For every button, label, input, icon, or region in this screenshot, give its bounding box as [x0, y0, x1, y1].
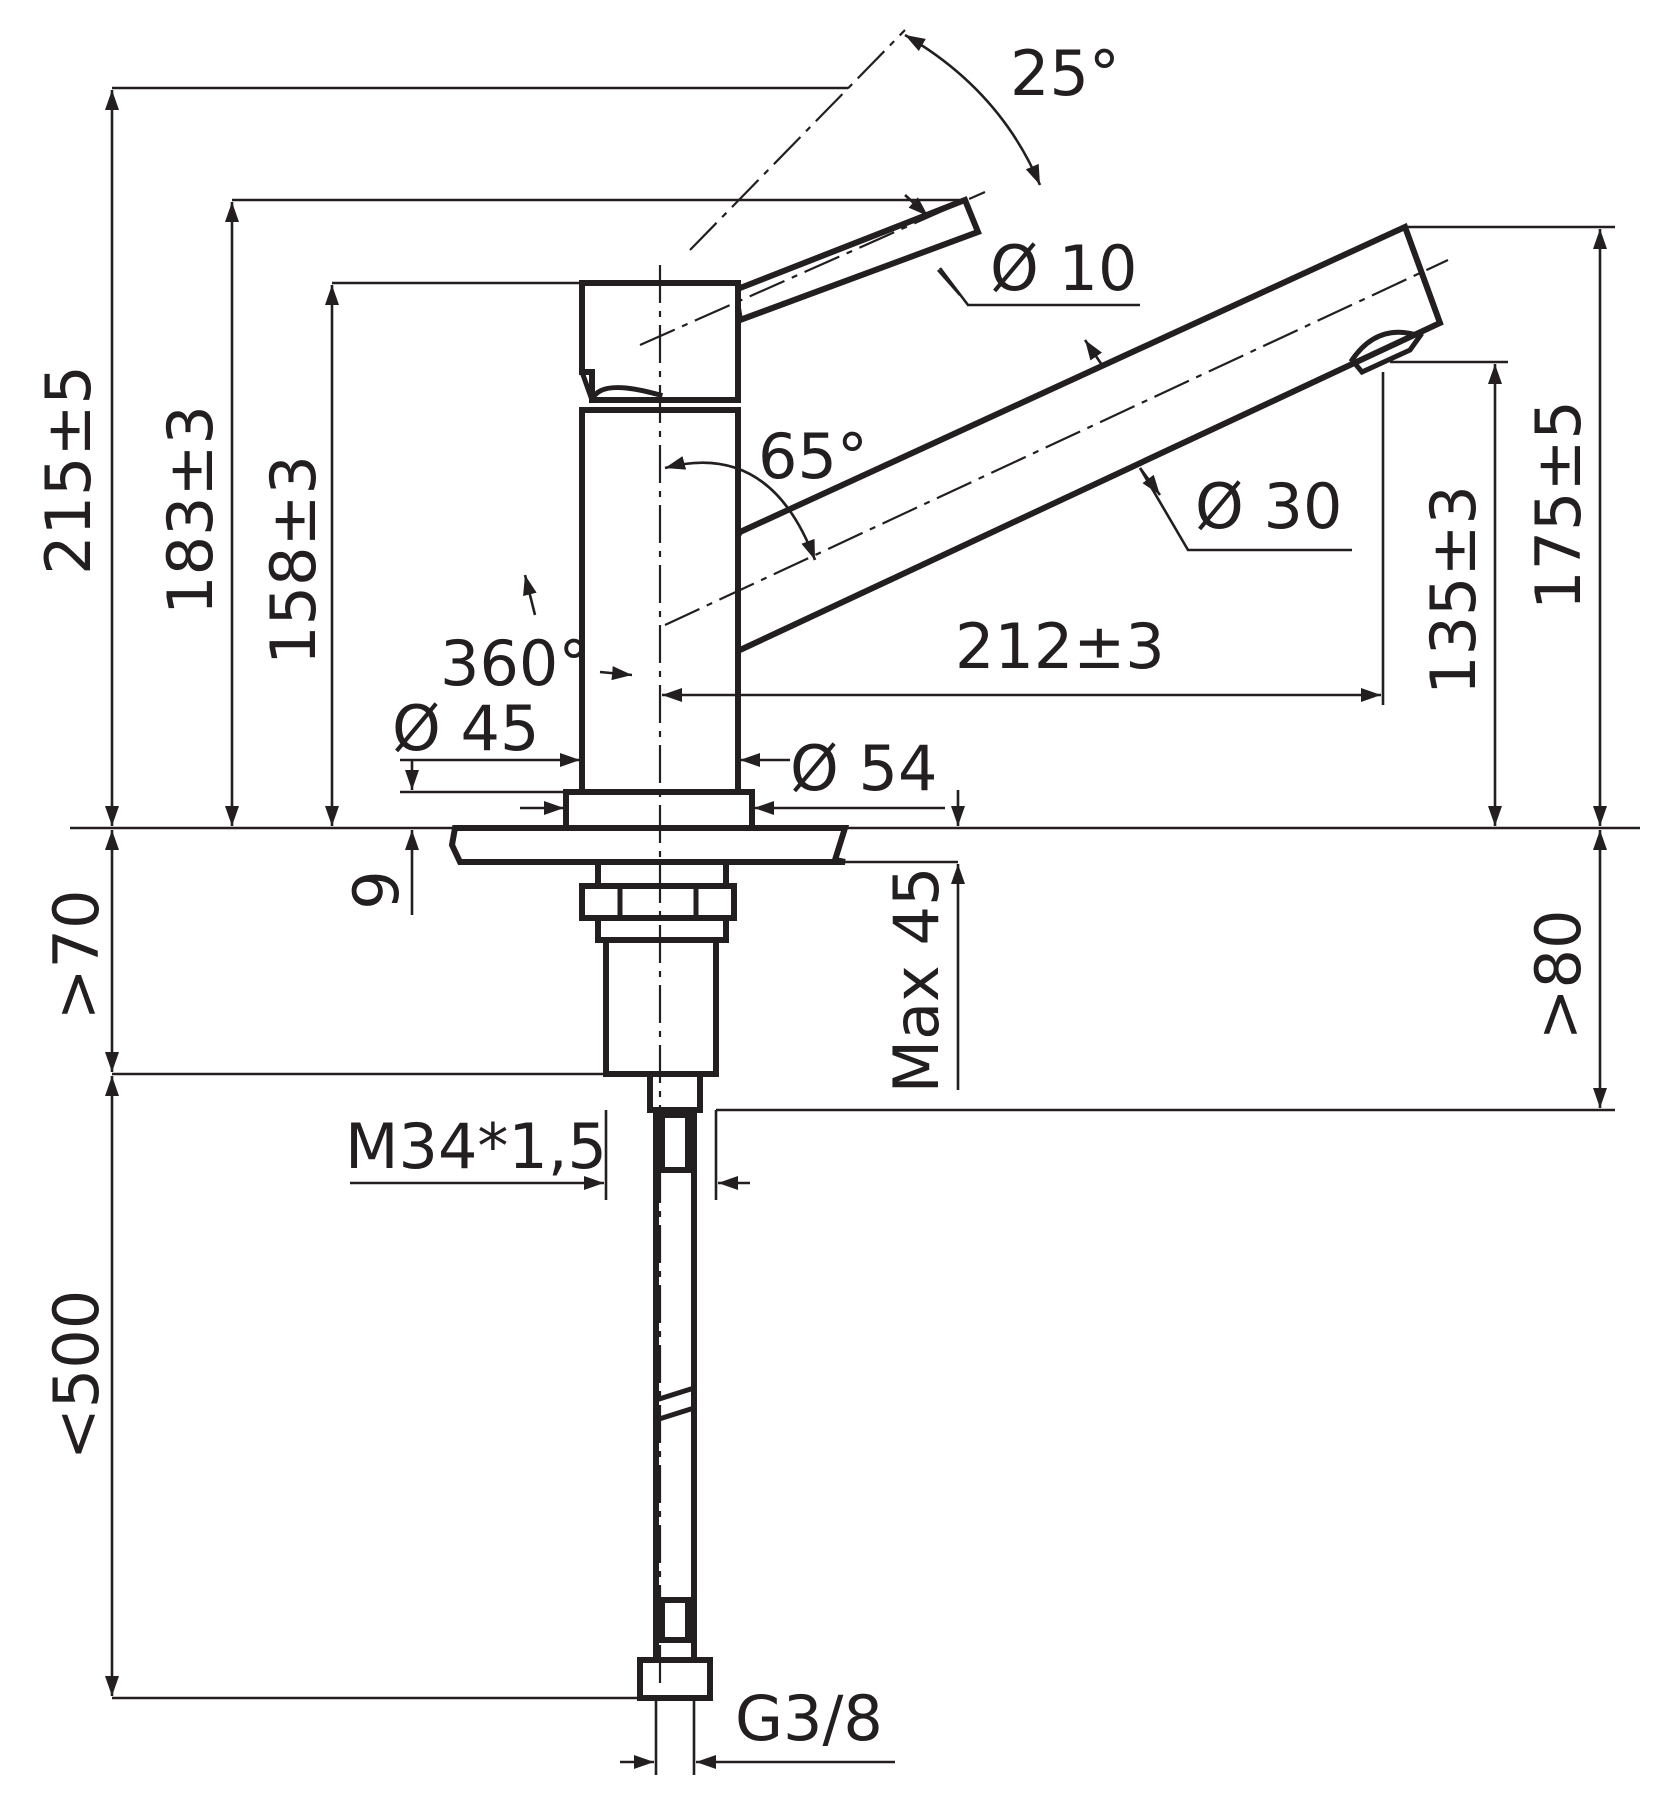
head-curve: [588, 385, 664, 404]
swivel-arrow-right: [599, 666, 633, 681]
countertop-slab: [448, 825, 850, 865]
label-spout-diameter: Ø 30: [1195, 470, 1342, 543]
hose-break-2: [652, 1404, 698, 1424]
label-lever-height: 183±3: [154, 405, 227, 615]
lever-raised-axis: [689, 29, 906, 251]
label-clearance-below: >70: [40, 890, 113, 1021]
arc-65-degree: [664, 456, 817, 561]
label-body-diameter: Ø 45: [392, 692, 539, 765]
dimension-lines: [105, 33, 1615, 1775]
center-lines: [639, 29, 1449, 1690]
spout-axis: [664, 259, 1449, 626]
head-transition: [578, 368, 596, 404]
mounting-plate: [595, 859, 729, 889]
aerator: [1348, 329, 1425, 376]
label-connection: G3/8: [735, 1682, 883, 1755]
label-reach: 212±3: [955, 610, 1165, 683]
label-total-height: 215±5: [32, 365, 105, 575]
hose-ferrule-top: [659, 1112, 691, 1173]
hose-ferrule-bottom: [659, 1597, 691, 1643]
swivel-arrow-up: [523, 574, 537, 616]
leader-lever-diameter: [938, 267, 1140, 307]
label-thread: M34*1,5: [345, 1110, 607, 1183]
hose-nut: [637, 1657, 713, 1701]
lever-handle: [731, 196, 982, 325]
label-max-counter: Max 45: [880, 867, 953, 1094]
dim-lever-diameter-a: [904, 194, 929, 217]
threaded-connector: [647, 1071, 703, 1113]
label-cabinet-clearance: >80: [1522, 910, 1595, 1041]
label-angle-spout: 65°: [758, 420, 868, 493]
label-lever-diameter: Ø 10: [990, 232, 1137, 305]
dim-spout-diameter-a: [1083, 339, 1104, 366]
clamp-nut: [595, 915, 729, 943]
label-swivel: 360°: [440, 627, 589, 700]
hose-break-1: [652, 1384, 698, 1404]
label-spout-top-height: 175±5: [1522, 400, 1595, 610]
flexible-hose: [653, 1107, 697, 1663]
leader-spout-diameter: [1138, 467, 1352, 552]
dimension-labels: 215±5 183±3 158±3 25° Ø 10 65° Ø 30 360°…: [32, 37, 1595, 1755]
label-hose-length: <500: [40, 1290, 113, 1460]
label-body-height: 158±3: [257, 455, 330, 665]
lever-axis: [639, 190, 986, 347]
label-base-diameter: Ø 54: [790, 732, 937, 805]
label-angle-lever: 25°: [1010, 37, 1120, 110]
arc-25-degree: [904, 33, 1042, 186]
mounting-nut: [579, 883, 737, 921]
label-base-thickness: 9: [340, 870, 413, 909]
label-outlet-height: 135±3: [1417, 485, 1490, 695]
